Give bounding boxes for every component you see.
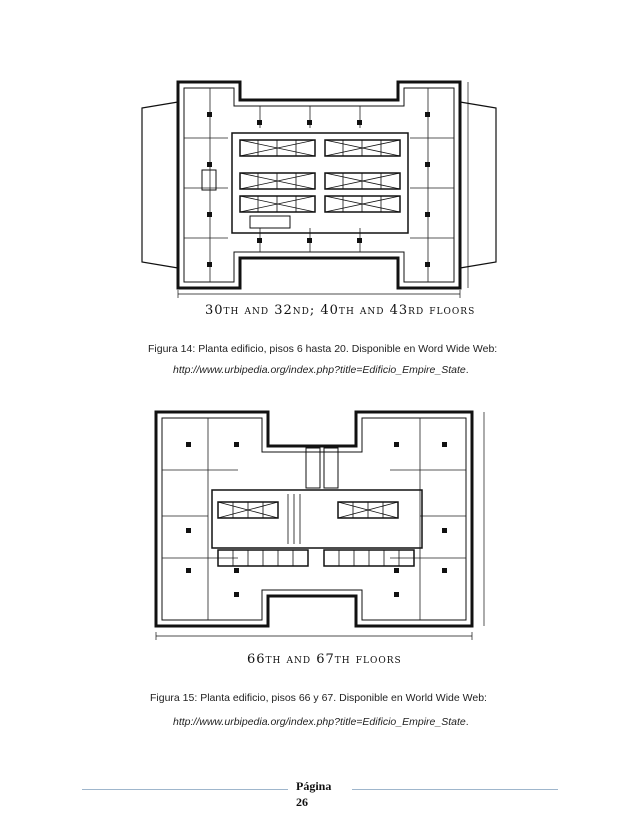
figure-url[interactable]: http://www.urbipedia.org/index.php?title…: [173, 364, 469, 376]
page-number-value: 26: [296, 795, 308, 809]
page-number: Página 26: [296, 778, 331, 810]
figure-caption: Figura 15: Planta edificio, pisos 66 y 6…: [150, 692, 487, 704]
floor-plan-figure-14: [140, 78, 498, 300]
page-word: Página: [296, 779, 332, 793]
url-link[interactable]: http://www.urbipedia.org/index.php?title…: [173, 364, 466, 376]
figure-url[interactable]: http://www.urbipedia.org/index.php?title…: [173, 716, 469, 728]
floor-plan-drawing: [141, 80, 497, 298]
floor-plan-drawing: [154, 410, 485, 640]
footer-divider-left: [82, 789, 288, 790]
figure-caption: Figura 14: Planta edificio, pisos 6 hast…: [148, 343, 498, 355]
url-link[interactable]: http://www.urbipedia.org/index.php?title…: [173, 716, 466, 728]
url-period: .: [465, 716, 469, 728]
plan-title: 66th and 67th floors: [247, 652, 402, 667]
floor-plan-figure-15: [148, 398, 496, 646]
url-period: .: [465, 364, 469, 376]
plan-title: 30th and 32nd; 40th and 43rd floors: [205, 303, 476, 318]
footer-divider-right: [352, 789, 558, 790]
